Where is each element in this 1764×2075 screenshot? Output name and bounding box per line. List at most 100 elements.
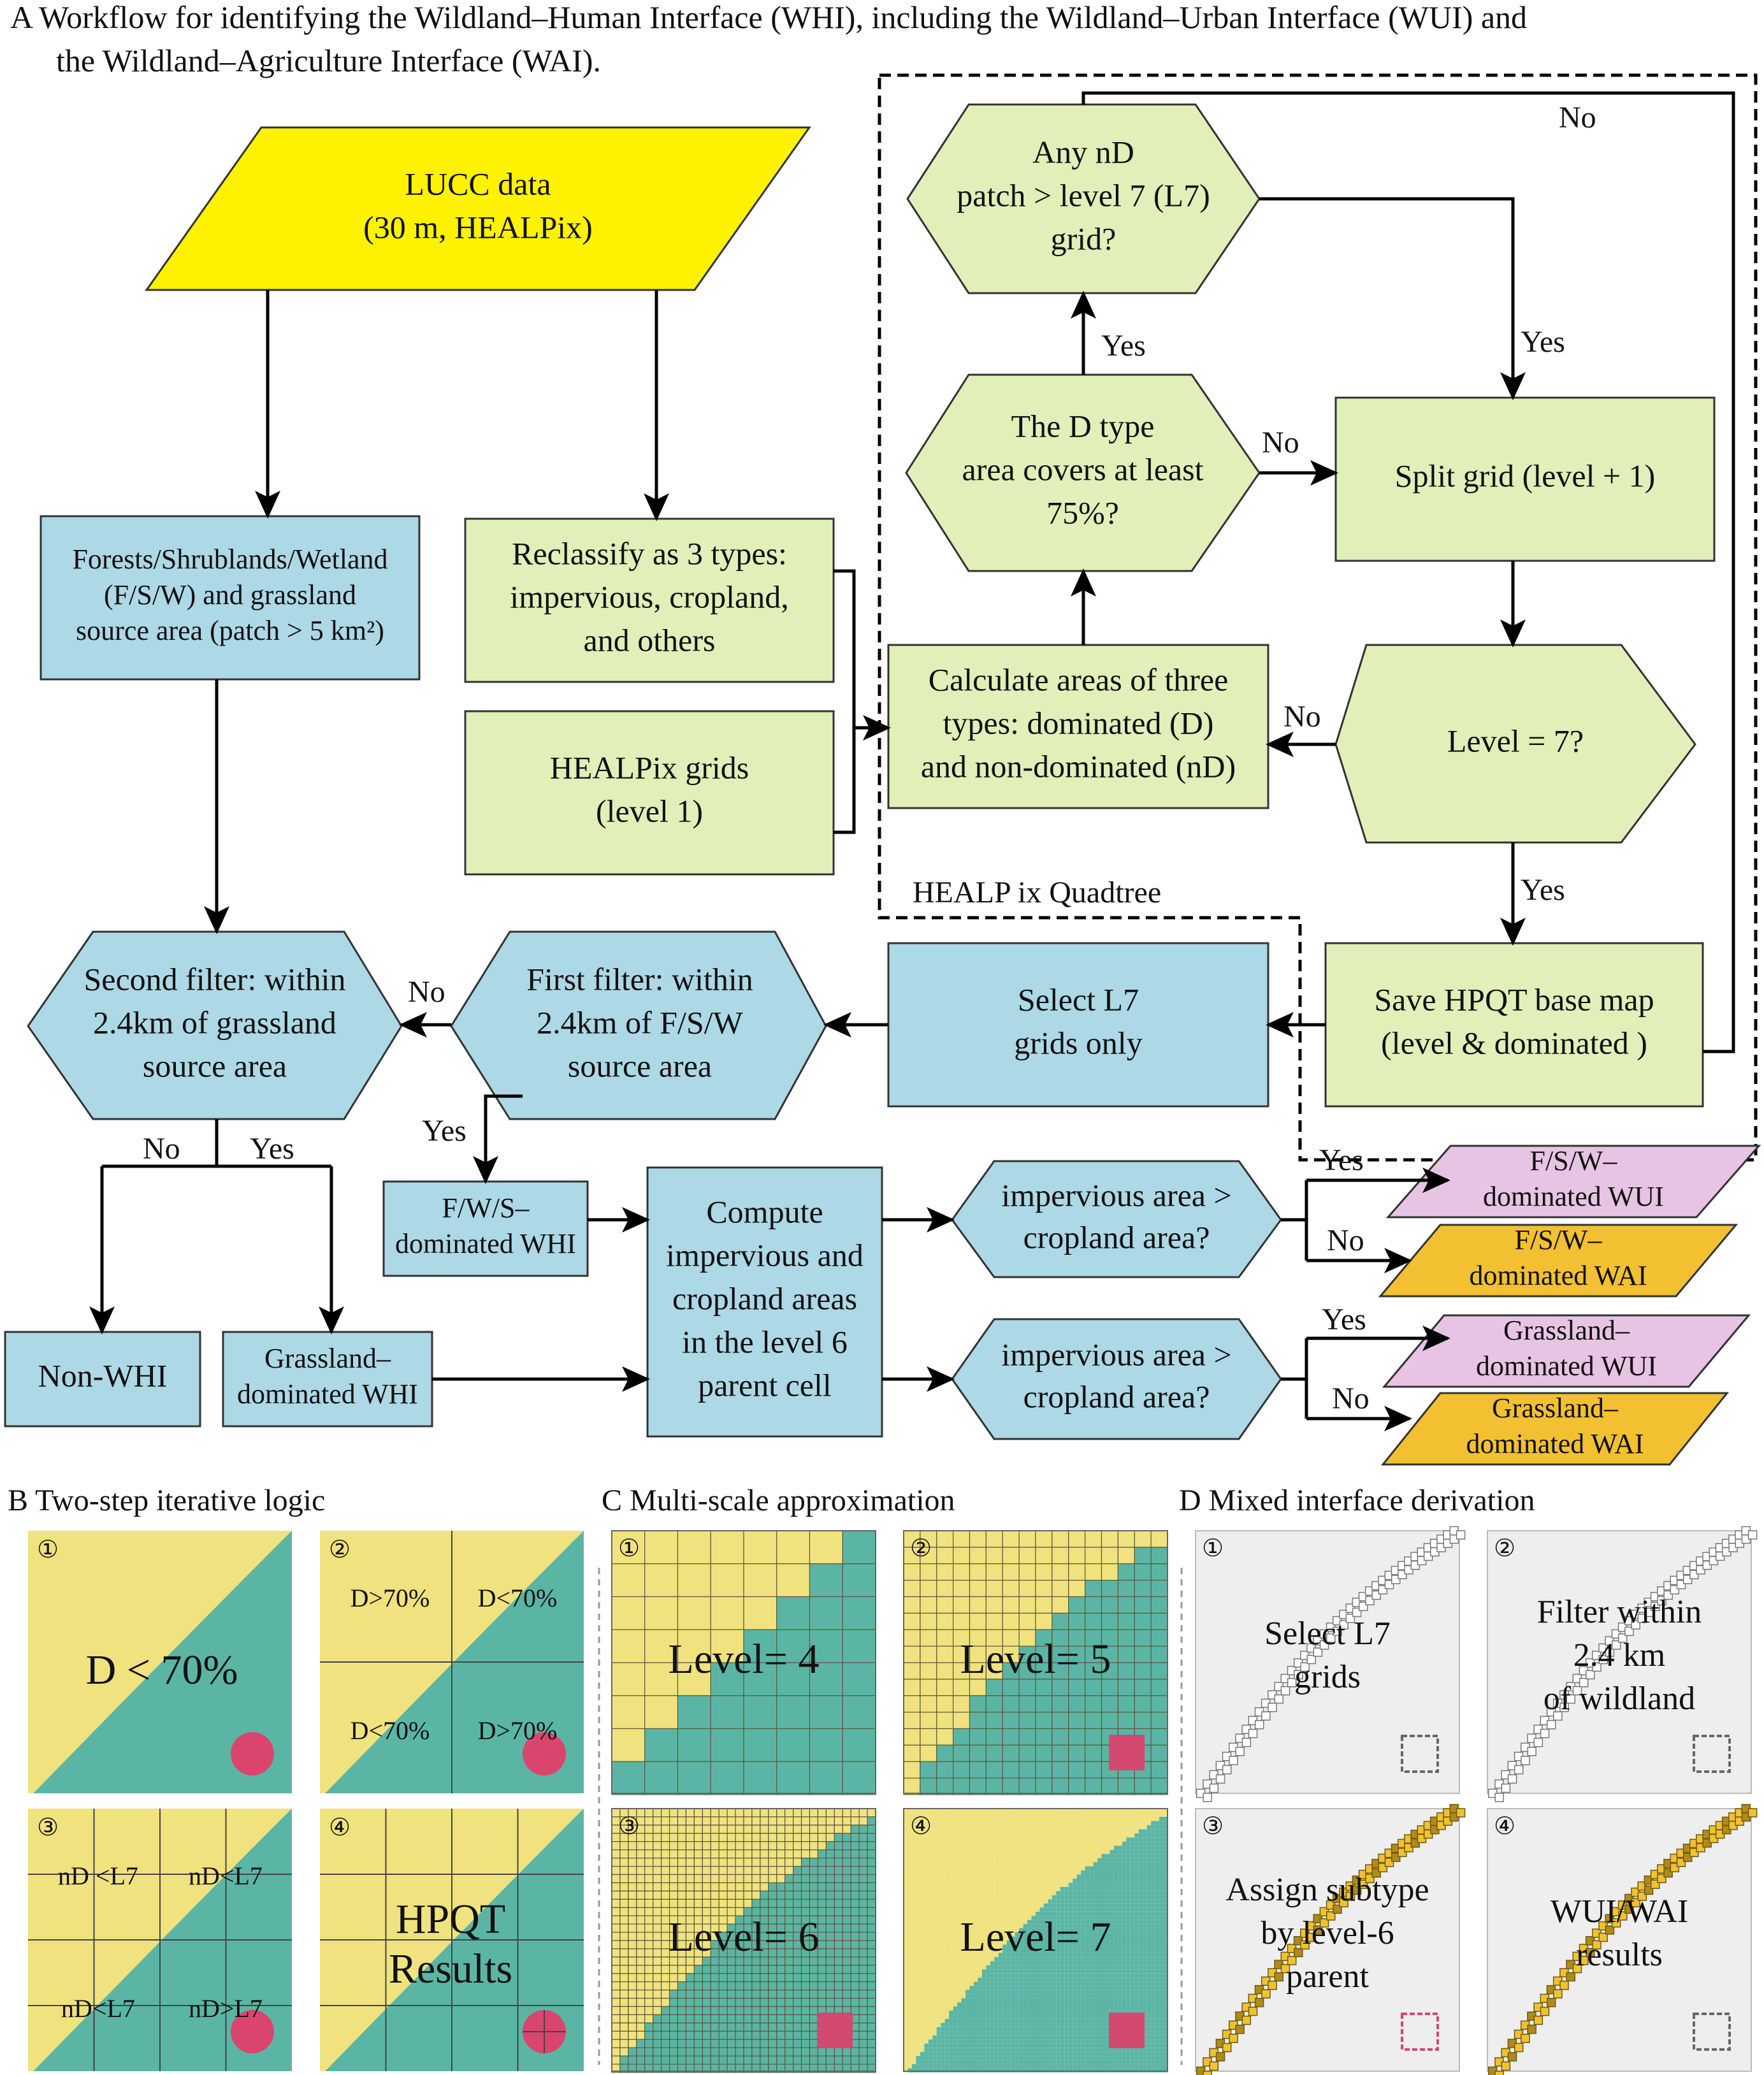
grass-wui-text: Grassland–dominated WUI (1476, 1315, 1657, 1382)
imp-q2-line-2: cropland area? (1023, 1378, 1210, 1414)
imp-q1-text: impervious area >cropland area? (1001, 1177, 1231, 1255)
fws-whi-node (382, 1180, 589, 1277)
non-whi-text: Non-WHI (38, 1357, 168, 1393)
first-filter-line-1: First filter: within (526, 961, 753, 997)
fsw-wai-line-2: dominated WAI (1469, 1260, 1647, 1291)
panel-d-cell-1-label-2: grids (1294, 1659, 1361, 1695)
fsw-source-line-3: source area (patch > 5 km²) (76, 615, 384, 646)
calc-areas-line-1: Calculate areas of three (929, 662, 1229, 697)
quadtree-dashed-boundary (878, 73, 1758, 1162)
fsw-source-line-2: (F/S/W) and grassland (104, 579, 356, 611)
split-grid-text: Split grid (level + 1) (1395, 458, 1656, 493)
fsw-wai-text: F/S/W–dominated WAI (1469, 1224, 1647, 1291)
panel-d-cell-4-label-2: results (1576, 1937, 1663, 1973)
d-cover-line-1: The D type (1011, 408, 1155, 444)
panel-d-cell-3-marker (1401, 2013, 1439, 2051)
fsw-source-text: Forests/Shrublands/Wetland(F/S/W) and gr… (72, 544, 387, 646)
first-filter-line-2: 2.4km of F/S/W (537, 1004, 743, 1040)
lucc-line-1: LUCC data (405, 166, 551, 201)
panel-d-cell-4-label-1: WUI/WAI (1551, 1893, 1689, 1930)
edge-no-first: No (408, 975, 445, 1009)
edge-no-split: No (1262, 426, 1299, 459)
panel-b-cell-3-marker (231, 2010, 274, 2053)
panel-c-cell-3-marker (817, 2013, 853, 2048)
edge-yes-q1: Yes (1319, 1143, 1364, 1177)
select-l7-line-2: grids only (1014, 1025, 1142, 1060)
panel-d-cell-4-marker (1693, 2013, 1731, 2051)
healpix-grids-line-2: (level 1) (596, 793, 703, 828)
panel-d-cell-1-label-1: Select L7 (1264, 1616, 1391, 1652)
panel-d-cell-2-number: ② (1494, 1535, 1515, 1562)
panel-b-cell-1-marker (231, 1732, 274, 1775)
any-nd-line-1: Any nD (1032, 134, 1134, 170)
panel-b-cell-2-label-3: D<70% (351, 1716, 430, 1745)
grass-whi-line-1: Grassland– (264, 1343, 391, 1374)
second-filter-line-2: 2.4km of grassland (93, 1004, 336, 1040)
panel-b-cell-2-label-2: D<70% (478, 1584, 558, 1612)
edge-yes-second: Yes (250, 1132, 294, 1166)
edge-yes-first: Yes (422, 1114, 466, 1148)
edge-labels: No Yes Yes No No Yes No Yes No Yes Yes N… (143, 101, 1596, 1415)
panel-c-cell-1-label: Level= 4 (669, 1636, 820, 1682)
compute-line-2: impervious and (666, 1237, 864, 1273)
second-filter-decision (27, 930, 403, 1120)
panel-b-cell-2-grid (320, 1531, 584, 1793)
imp-q2-line-1: impervious area > (1001, 1336, 1231, 1372)
panel-d-title: D Mixed interface derivation (1179, 1484, 1535, 1517)
panel-b-cell-1-number: ① (37, 1536, 59, 1563)
d-cover-decision (905, 373, 1261, 572)
panel-b-cell-4-grid (320, 1809, 584, 2071)
any-nd-line-2: patch > level 7 (L7) (957, 177, 1210, 213)
lucc-data-node (145, 126, 811, 291)
panel-b-cell-2-marker (523, 1732, 566, 1775)
panel-b-cell-3-label-2: nD<L7 (189, 1862, 263, 1890)
panel-c-title: C Multi-scale approximation (602, 1484, 955, 1517)
panel-d-cell-2-label-3: of wildland (1544, 1681, 1695, 1717)
edge-yes-q2: Yes (1322, 1303, 1366, 1336)
healpix-grids-text: HEALPix grids (level 1) (550, 749, 749, 828)
any-nd-decision (906, 103, 1261, 294)
d-cover-line-3: 75%? (1046, 495, 1119, 530)
panel-c-cell-4-number: ④ (910, 1813, 932, 1840)
panel-c-cell-3-number: ③ (618, 1813, 640, 1840)
edge-no-second: No (143, 1132, 180, 1166)
fsw-wui-text: F/S/W–dominated WUI (1483, 1145, 1664, 1212)
save-hpqt-text: Save HPQT base map (level & dominated ) (1374, 981, 1654, 1060)
split-grid-line-1: Split grid (level + 1) (1395, 458, 1656, 493)
panel-b-cell-4-number: ④ (329, 1814, 351, 1841)
imp-q1-line-1: impervious area > (1001, 1177, 1231, 1213)
grass-wai-output (1380, 1392, 1730, 1466)
grass-wui-line-1: Grassland– (1503, 1315, 1630, 1346)
save-hpqt-line-2: (level & dominated ) (1381, 1025, 1647, 1060)
grass-wui-output (1382, 1314, 1751, 1388)
calc-areas-line-3: and non-dominated (nD) (921, 748, 1236, 784)
fsw-wui-line-2: dominated WUI (1483, 1181, 1664, 1212)
save-hpqt-line-1: Save HPQT base map (1374, 981, 1654, 1017)
healpix-grids-line-1: HEALPix grids (550, 749, 749, 785)
split-grid-node (1334, 396, 1716, 562)
reclassify-node (464, 517, 835, 683)
non-whi-line-1: Non-WHI (38, 1357, 168, 1393)
panel-b-cell-3-grid (28, 1809, 292, 2071)
healpix-grids-node (464, 710, 835, 876)
panel-a-title-line2: the Wildland–Agriculture Interface (WAI)… (56, 43, 601, 78)
panel-b-cell-4-label-1: HPQT (396, 1896, 505, 1942)
panel-b-cell-2-number: ② (329, 1536, 351, 1563)
edge-no-q2: No (1332, 1382, 1370, 1415)
edge-yes-any-nd: Yes (1101, 329, 1146, 363)
fsw-source-node (40, 515, 421, 681)
